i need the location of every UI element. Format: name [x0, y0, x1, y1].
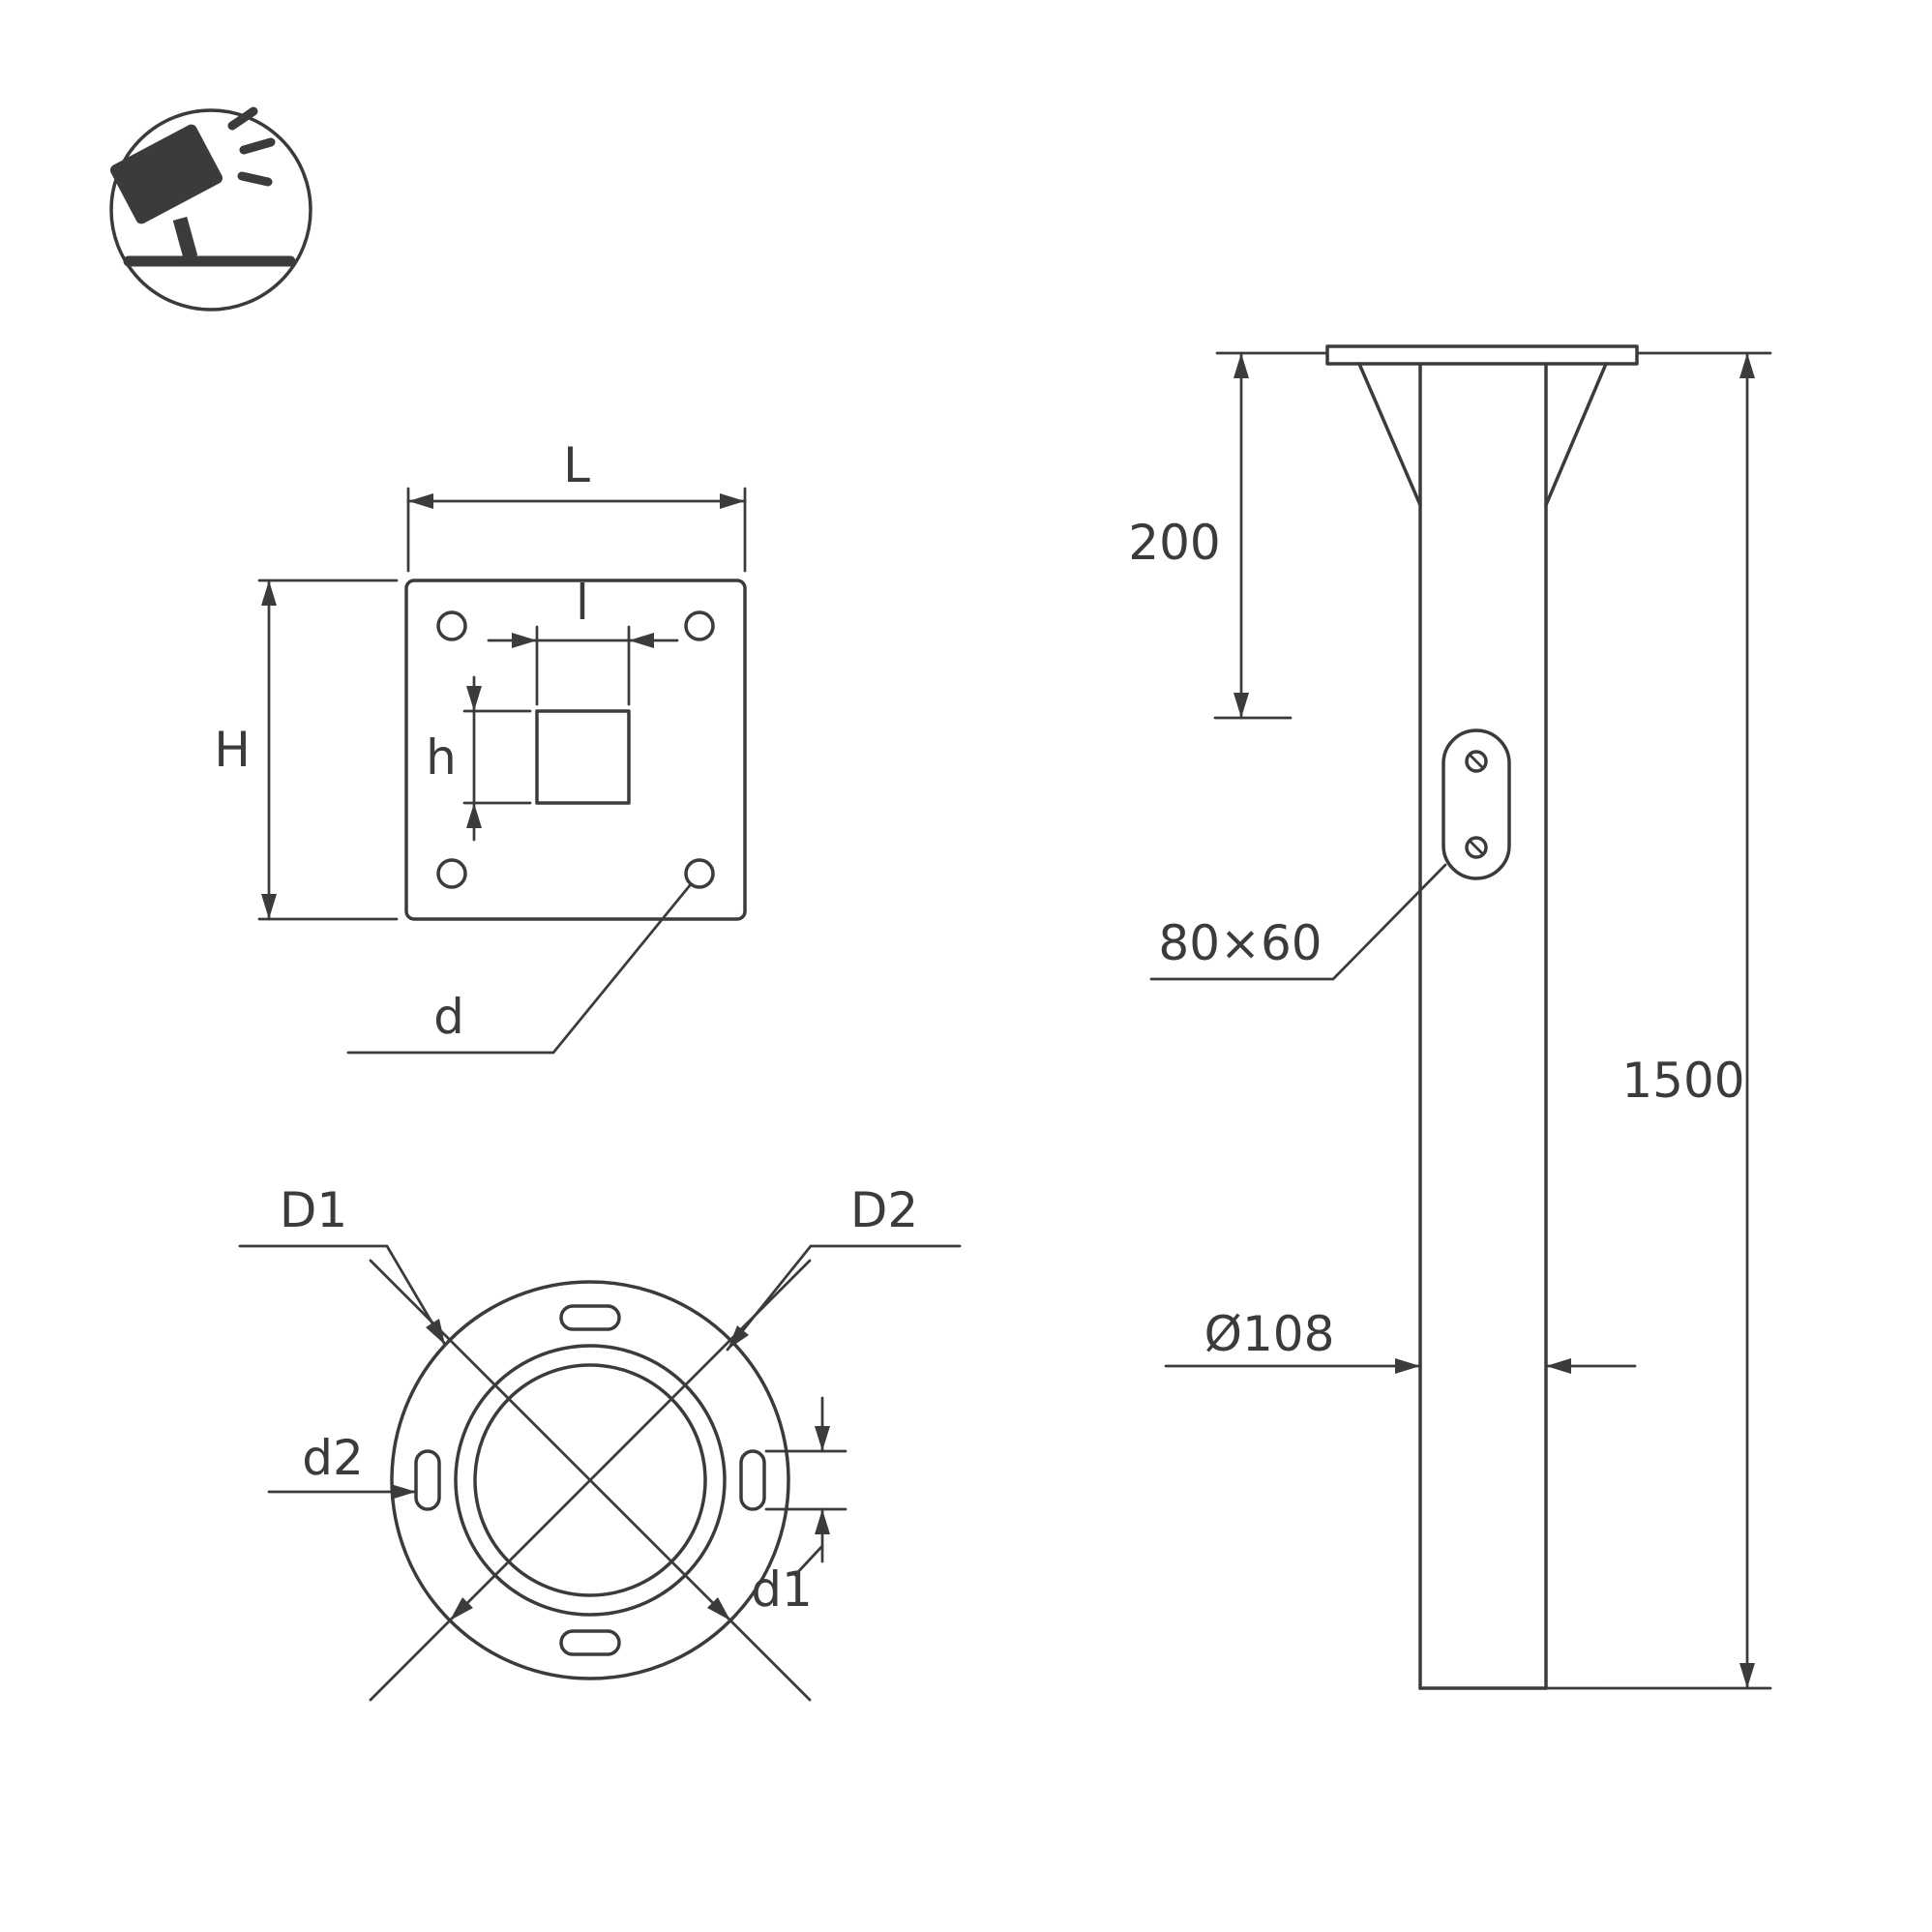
leader-D2: D2 — [726, 1182, 962, 1352]
slot-west — [414, 1449, 441, 1511]
leader-D1: D1 — [238, 1182, 447, 1347]
dim-label-l: l — [576, 575, 589, 631]
pole-side-view — [1325, 344, 1639, 1690]
dim-label-D2: D2 — [850, 1182, 918, 1238]
gusset-left — [1357, 362, 1422, 507]
dim-label-d: d — [433, 989, 464, 1045]
flange-top-view — [404, 579, 747, 921]
dimension-d1: d1 — [751, 1396, 847, 1618]
outer-flange-circle — [390, 1280, 790, 1680]
logo-circle — [109, 108, 312, 312]
leader-d: d — [346, 882, 693, 1055]
dim-label-200: 200 — [1128, 515, 1220, 571]
logo-badge — [109, 106, 312, 312]
light-rays-icon — [227, 106, 276, 187]
dimension-h: h — [426, 675, 532, 842]
dimension-diameter-108: Ø108 — [1164, 1306, 1637, 1374]
dim-label-hatch-size: 80×60 — [1158, 915, 1322, 971]
leader-d2: d2 — [267, 1430, 416, 1500]
bolt-hole-bottom-right — [684, 858, 715, 889]
dimension-H: H — [214, 579, 399, 921]
pipe-outer-circle — [454, 1344, 727, 1617]
bolt-hole-top-right — [684, 610, 715, 641]
dimension-1500: 1500 — [1544, 351, 1772, 1690]
bolt-hole-top-left — [436, 610, 467, 641]
hatch-screw-top — [1465, 750, 1488, 773]
dim-label-H: H — [214, 722, 251, 778]
dimension-200: 200 — [1128, 351, 1329, 720]
gusset-right — [1544, 362, 1608, 507]
slot-east — [739, 1449, 766, 1511]
dim-label-L: L — [563, 437, 590, 493]
top-flange-plate — [1325, 344, 1639, 366]
flange-plate-outline — [404, 579, 747, 921]
slot-north — [559, 1304, 621, 1331]
dimension-L: L — [406, 437, 747, 573]
dim-label-h: h — [426, 729, 457, 786]
dim-label-1500: 1500 — [1621, 1053, 1744, 1109]
floodlight-icon — [110, 106, 296, 267]
hatch-screw-bottom — [1465, 836, 1488, 859]
leader-hatch-size: 80×60 — [1149, 863, 1447, 981]
slot-south — [559, 1629, 621, 1656]
dim-label-d2: d2 — [302, 1430, 364, 1486]
floodlight-head — [110, 124, 223, 224]
cable-hatch — [1442, 728, 1511, 880]
bolt-hole-bottom-left — [436, 858, 467, 889]
center-square-hole — [535, 709, 631, 805]
pipe-inner-circle — [473, 1363, 707, 1597]
dim-label-d1: d1 — [751, 1561, 813, 1618]
dim-label-D1: D1 — [280, 1182, 347, 1238]
dim-label-diameter: Ø108 — [1204, 1306, 1335, 1362]
floodlight-stand — [172, 217, 198, 259]
dimension-l: l — [487, 575, 679, 706]
